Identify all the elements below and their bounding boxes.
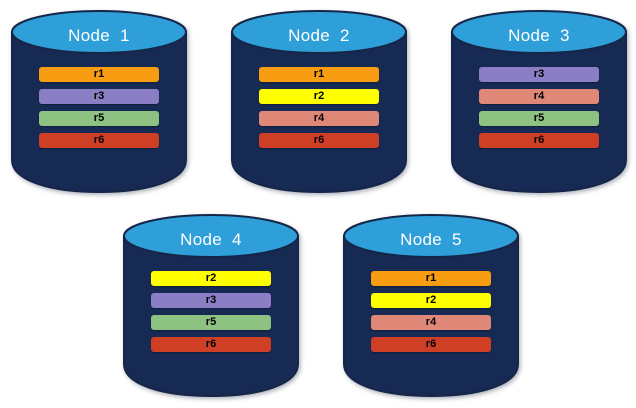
replica-bar-r2[interactable]: r2 [371, 293, 491, 308]
replica-label: r1 [93, 68, 105, 80]
replica-stack: r1 r2 r4 r6 [371, 271, 491, 352]
replica-bar-r1[interactable]: r1 [259, 67, 379, 82]
replica-bar-r3[interactable]: r3 [479, 67, 599, 82]
replica-label: r5 [533, 112, 545, 124]
replica-label: r2 [313, 90, 325, 102]
replica-label: r3 [533, 68, 545, 80]
replica-bar-r5[interactable]: r5 [151, 315, 271, 330]
replica-bar-r3[interactable]: r3 [151, 293, 271, 308]
replica-bar-r6[interactable]: r6 [39, 133, 159, 148]
cylinder-top-ellipse [123, 214, 299, 258]
replica-bar-r1[interactable]: r1 [371, 271, 491, 286]
replica-label: r2 [425, 294, 437, 306]
cylinder-top-ellipse [343, 214, 519, 258]
replica-label: r1 [425, 272, 437, 284]
replica-bar-r4[interactable]: r4 [371, 315, 491, 330]
replica-bar-r1[interactable]: r1 [39, 67, 159, 82]
replica-stack: r1 r3 r5 r6 [39, 67, 159, 148]
replica-label: r5 [205, 316, 217, 328]
replica-label: r6 [313, 134, 325, 146]
replica-label: r5 [93, 112, 105, 124]
replica-label: r6 [93, 134, 105, 146]
replica-label: r6 [205, 338, 217, 350]
replica-bar-r6[interactable]: r6 [479, 133, 599, 148]
replica-bar-r3[interactable]: r3 [39, 89, 159, 104]
replica-bar-r2[interactable]: r2 [259, 89, 379, 104]
replica-bar-r2[interactable]: r2 [151, 271, 271, 286]
replica-label: r4 [313, 112, 325, 124]
replica-bar-r5[interactable]: r5 [39, 111, 159, 126]
replica-label: r3 [93, 90, 105, 102]
cylinder-top-ellipse [11, 10, 187, 54]
cylinder-top-ellipse [231, 10, 407, 54]
replica-bar-r4[interactable]: r4 [479, 89, 599, 104]
replica-label: r6 [533, 134, 545, 146]
replica-stack: r1 r2 r4 r6 [259, 67, 379, 148]
replica-bar-r6[interactable]: r6 [371, 337, 491, 352]
replica-label: r1 [313, 68, 325, 80]
replica-label: r3 [205, 294, 217, 306]
cylinder-top-ellipse [451, 10, 627, 54]
replica-bar-r6[interactable]: r6 [151, 337, 271, 352]
replica-label: r2 [205, 272, 217, 284]
replica-label: r6 [425, 338, 437, 350]
replica-bar-r4[interactable]: r4 [259, 111, 379, 126]
replica-label: r4 [425, 316, 437, 328]
replica-bar-r5[interactable]: r5 [479, 111, 599, 126]
replica-stack: r3 r4 r5 r6 [479, 67, 599, 148]
replica-label: r4 [533, 90, 545, 102]
replica-stack: r2 r3 r5 r6 [151, 271, 271, 352]
replica-bar-r6[interactable]: r6 [259, 133, 379, 148]
